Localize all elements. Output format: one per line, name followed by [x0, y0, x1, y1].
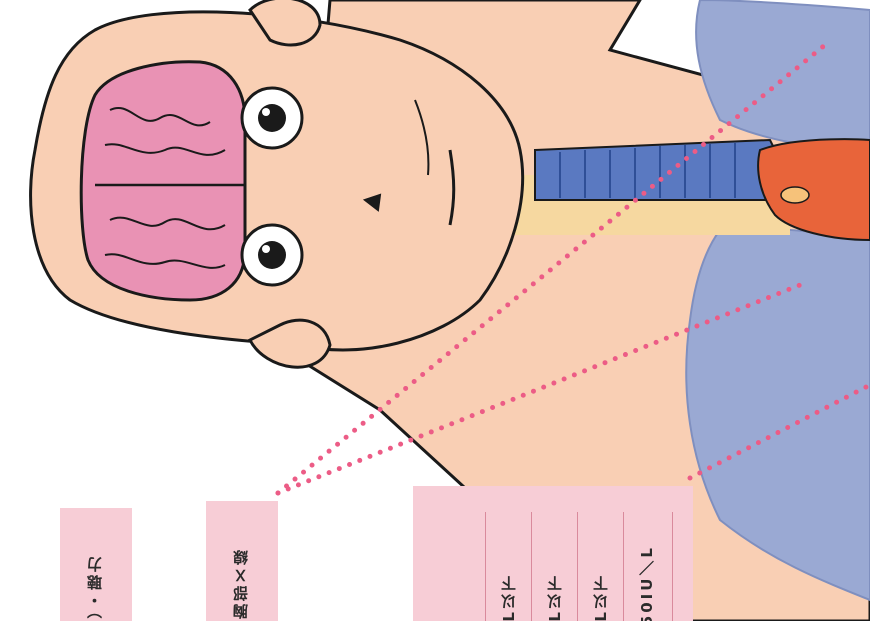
trachea [535, 140, 790, 200]
eye-bottom [242, 225, 302, 285]
blood-test-row: ／L以下 [531, 512, 574, 621]
blood-test-row-text: ／L以下 [544, 573, 565, 621]
blood-test-row: ／L以下 [485, 512, 528, 621]
eye-top [242, 88, 302, 148]
blood-test-row-text: ／L以下 [590, 573, 611, 621]
brain [81, 62, 245, 300]
blood-test-row: ／L以下 [577, 512, 620, 621]
blood-test-row: 250IU／L [623, 512, 673, 621]
label-chest-xray-text: 胸部Ｘ線 [230, 547, 251, 619]
label-box-sense: ）・聴力 [60, 508, 132, 621]
blood-test-row-text: ／L以下 [498, 573, 519, 621]
label-sense-text: ）・聴力 [84, 554, 105, 619]
label-box-blood-test: ／L以下 ／L以下 ／L以下 250IU／L [413, 486, 693, 621]
blood-test-row-text: 250IU／L [636, 545, 657, 621]
label-box-chest-xray: 胸部Ｘ線 [206, 501, 278, 621]
